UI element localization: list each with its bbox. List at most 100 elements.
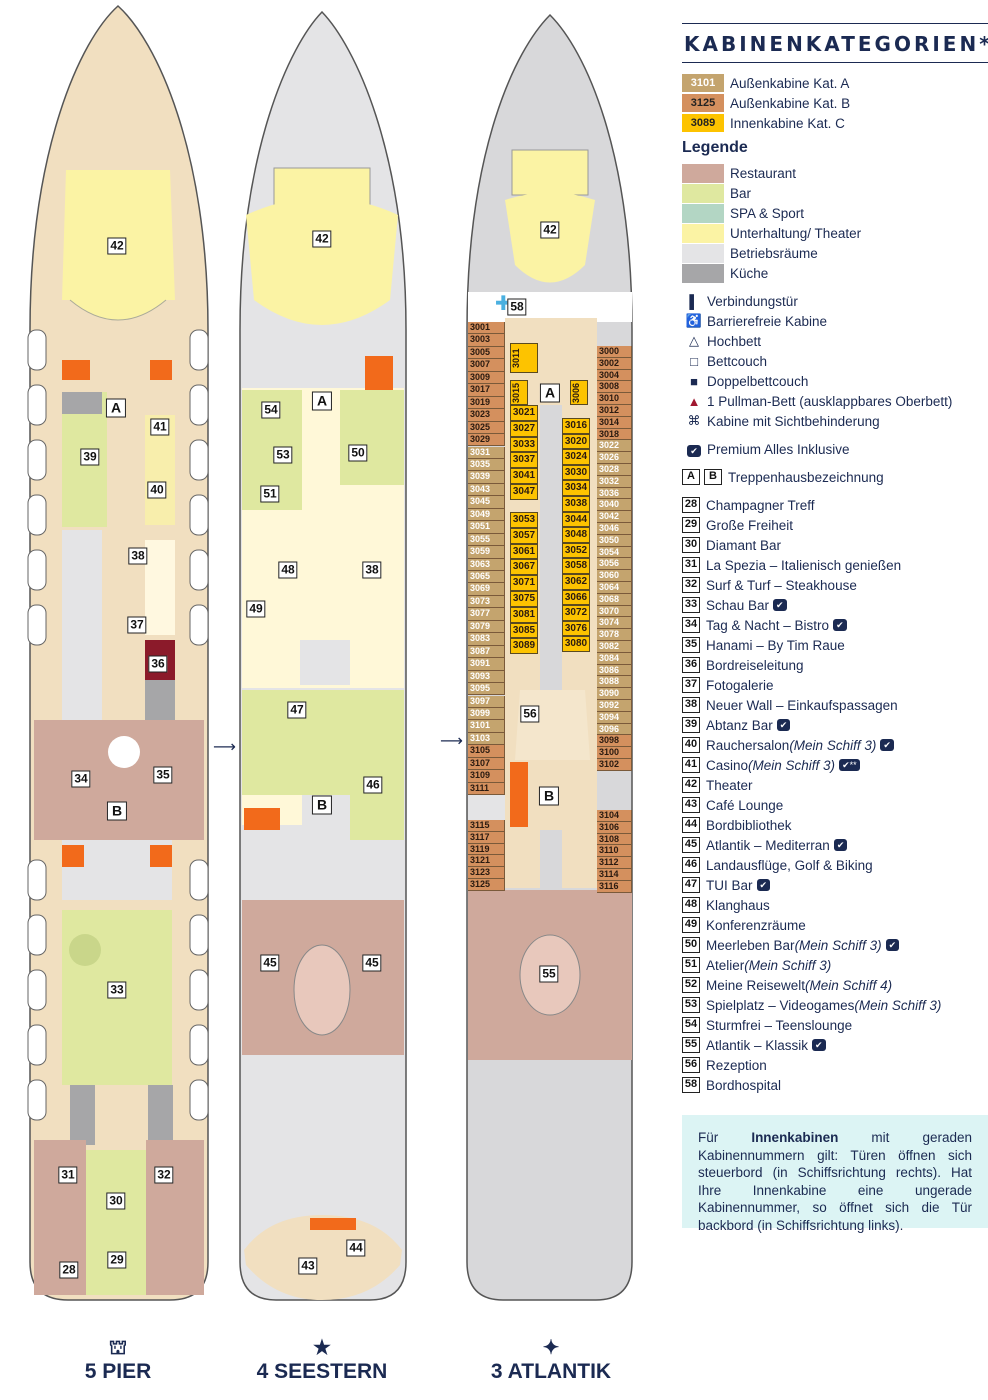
cabin[interactable]: 3068 bbox=[597, 593, 632, 606]
venue-marker[interactable]: 42 bbox=[107, 237, 127, 255]
cabin[interactable]: 3083 bbox=[468, 633, 505, 646]
cabin[interactable]: 3097 bbox=[468, 695, 505, 708]
cabin[interactable]: 3058 bbox=[562, 558, 590, 574]
cabin[interactable]: 3091 bbox=[468, 658, 505, 671]
cabin[interactable]: 3084 bbox=[597, 652, 632, 665]
cabin[interactable]: 3019 bbox=[468, 396, 505, 410]
cabin[interactable]: 3026 bbox=[597, 452, 632, 464]
cabin[interactable]: 3064 bbox=[597, 582, 632, 594]
cabin[interactable]: 3035 bbox=[468, 458, 505, 472]
cabin[interactable]: 3103 bbox=[468, 732, 505, 746]
venue-marker[interactable]: 56 bbox=[520, 705, 540, 723]
cabin[interactable]: 3028 bbox=[597, 464, 632, 476]
cabin[interactable]: 3079 bbox=[468, 620, 505, 634]
cabin[interactable]: 3040 bbox=[597, 499, 632, 512]
stairway-marker[interactable]: B bbox=[311, 795, 333, 815]
cabin[interactable]: 3112 bbox=[597, 857, 632, 869]
deck-label-4[interactable]: ★4 SEESTERN bbox=[257, 1338, 388, 1384]
cabin[interactable]: 3046 bbox=[597, 523, 632, 535]
cabin[interactable]: 3123 bbox=[468, 867, 505, 879]
venue-marker[interactable]: 40 bbox=[147, 481, 167, 499]
cabin[interactable]: 3075 bbox=[510, 591, 538, 607]
cabin[interactable]: 3032 bbox=[597, 475, 632, 488]
venue-marker[interactable]: 29 bbox=[107, 1251, 127, 1269]
cabin[interactable]: 3016 bbox=[562, 418, 590, 434]
venue-marker[interactable]: 35 bbox=[153, 766, 173, 784]
cabin[interactable]: 3106 bbox=[597, 821, 632, 834]
venue-marker[interactable]: 58 bbox=[507, 298, 527, 316]
cabin[interactable]: 3042 bbox=[597, 511, 632, 523]
cabin[interactable]: 3021 bbox=[510, 405, 538, 421]
cabin[interactable]: 3056 bbox=[597, 558, 632, 571]
venue-marker[interactable]: 38 bbox=[362, 561, 382, 579]
cabin[interactable]: 3029 bbox=[468, 434, 505, 447]
cabin[interactable]: 3005 bbox=[468, 346, 505, 360]
cabin[interactable]: 3031 bbox=[468, 446, 505, 459]
cabin[interactable]: 3014 bbox=[597, 416, 632, 429]
cabin[interactable]: 3003 bbox=[468, 334, 505, 347]
cabin[interactable]: 3037 bbox=[510, 452, 538, 469]
cabin[interactable]: 3015 bbox=[510, 380, 528, 405]
cabin[interactable]: 3073 bbox=[468, 595, 505, 609]
cabin[interactable]: 3092 bbox=[597, 700, 632, 712]
cabin[interactable]: 3053 bbox=[510, 512, 538, 528]
cabin[interactable]: 3007 bbox=[468, 359, 505, 372]
cabin[interactable]: 3071 bbox=[510, 575, 538, 591]
cabin[interactable]: 3061 bbox=[510, 543, 538, 560]
cabin[interactable]: 3018 bbox=[597, 428, 632, 441]
venue-marker[interactable]: 50 bbox=[348, 444, 368, 462]
cabin[interactable]: 3101 bbox=[468, 720, 505, 733]
cabin[interactable]: 3001 bbox=[468, 322, 505, 335]
cabin[interactable]: 3119 bbox=[468, 843, 505, 856]
cabin[interactable]: 3060 bbox=[597, 570, 632, 582]
cabin[interactable]: 3109 bbox=[468, 770, 505, 783]
venue-marker[interactable]: 55 bbox=[539, 965, 559, 983]
cabin[interactable]: 3115 bbox=[468, 820, 505, 832]
cabin[interactable]: 3074 bbox=[597, 617, 632, 630]
venue-marker[interactable]: 41 bbox=[150, 418, 170, 436]
venue-marker[interactable]: 34 bbox=[71, 770, 91, 788]
cabin[interactable]: 3063 bbox=[468, 558, 505, 571]
cabin[interactable]: 3055 bbox=[468, 533, 505, 547]
cabin[interactable]: 3094 bbox=[597, 711, 632, 724]
cabin[interactable]: 3020 bbox=[562, 433, 590, 450]
cabin[interactable]: 3116 bbox=[597, 880, 632, 893]
cabin[interactable]: 3002 bbox=[597, 357, 632, 370]
cabin[interactable]: 3036 bbox=[597, 487, 632, 500]
cabin[interactable]: 3051 bbox=[468, 521, 505, 534]
stairway-marker[interactable]: A bbox=[105, 398, 127, 418]
stairway-marker[interactable]: A bbox=[311, 391, 333, 411]
cabin[interactable]: 3082 bbox=[597, 641, 632, 653]
cabin[interactable]: 3086 bbox=[597, 664, 632, 677]
deck-label-3[interactable]: ✦3 ATLANTIK bbox=[491, 1338, 611, 1384]
venue-marker[interactable]: 33 bbox=[107, 981, 127, 999]
cabin[interactable]: 3038 bbox=[562, 496, 590, 512]
venue-marker[interactable]: 49 bbox=[246, 600, 266, 618]
cabin[interactable]: 3023 bbox=[468, 409, 505, 422]
cabin[interactable]: 3011 bbox=[510, 343, 538, 373]
venue-marker[interactable]: 39 bbox=[80, 448, 100, 466]
venue-marker[interactable]: 54 bbox=[261, 401, 281, 419]
cabin[interactable]: 3059 bbox=[468, 546, 505, 559]
cabin[interactable]: 3012 bbox=[597, 405, 632, 417]
cabin[interactable]: 3009 bbox=[468, 371, 505, 385]
cabin[interactable]: 3095 bbox=[468, 683, 505, 696]
cabin[interactable]: 3105 bbox=[468, 745, 505, 758]
cabin[interactable]: 3054 bbox=[597, 546, 632, 559]
cabin[interactable]: 3114 bbox=[597, 869, 632, 881]
deck-label-5[interactable]: ⛫5 PIER bbox=[85, 1338, 152, 1384]
cabin[interactable]: 3099 bbox=[468, 707, 505, 721]
venue-marker[interactable]: 48 bbox=[278, 561, 298, 579]
cabin[interactable]: 3100 bbox=[597, 747, 632, 759]
cabin[interactable]: 3088 bbox=[597, 676, 632, 689]
cabin[interactable]: 3024 bbox=[562, 449, 590, 465]
cabin[interactable]: 3104 bbox=[597, 810, 632, 822]
venue-marker[interactable]: 45 bbox=[362, 954, 382, 972]
cabin[interactable]: 3004 bbox=[597, 369, 632, 382]
cabin[interactable]: 3065 bbox=[468, 571, 505, 584]
cabin[interactable]: 3081 bbox=[510, 606, 538, 623]
venue-marker[interactable]: 46 bbox=[363, 776, 383, 794]
venue-marker[interactable]: 53 bbox=[273, 446, 293, 464]
cabin[interactable]: 3077 bbox=[468, 608, 505, 621]
cabin[interactable]: 3041 bbox=[510, 468, 538, 484]
